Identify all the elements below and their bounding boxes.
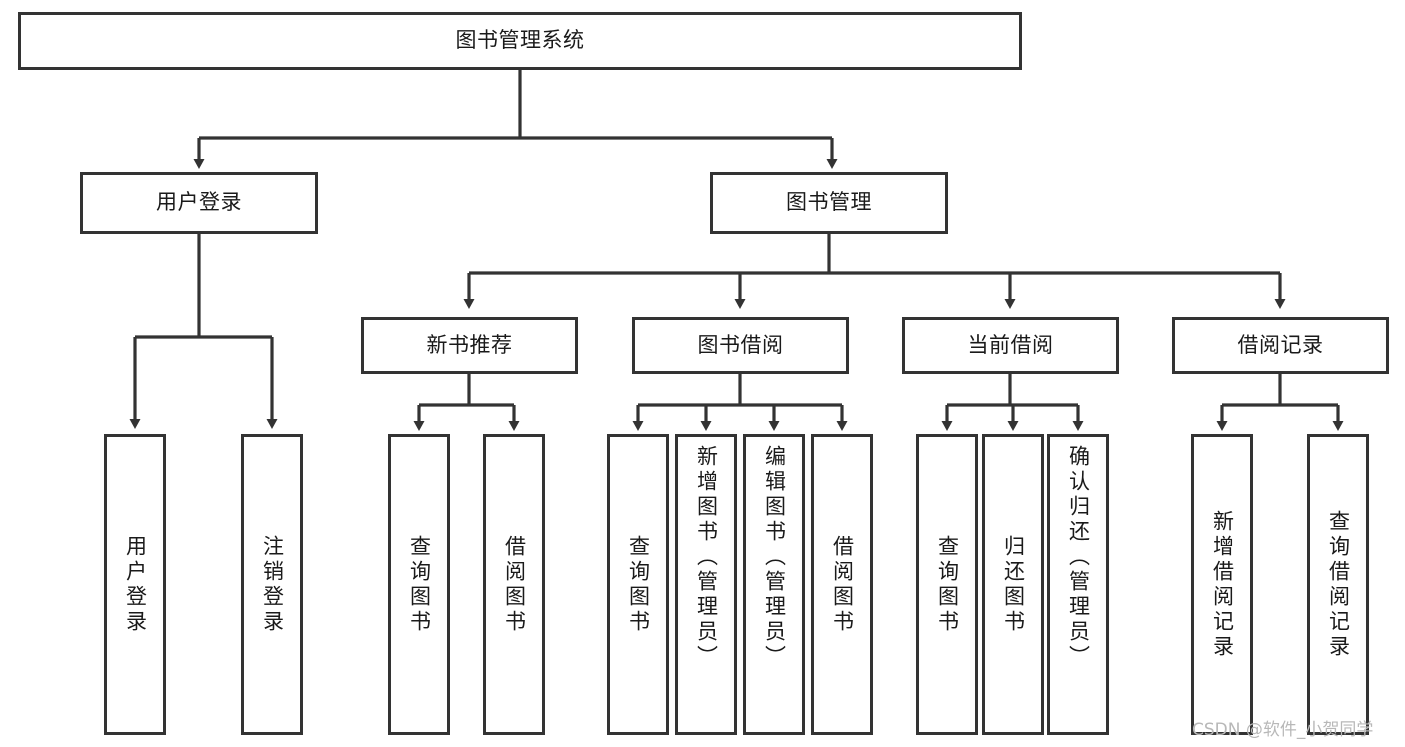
node-user-login-label: 用户登录 [156, 190, 242, 215]
leaf-user-login-logout[interactable]: 注销登录 [241, 434, 303, 735]
leaf-label: 查询图书 [626, 534, 651, 635]
leaf-book-borrow-add-admin[interactable]: 新增图书（管理员） [675, 434, 737, 735]
leaf-label: 确认归还（管理员） [1066, 445, 1091, 670]
leaf-book-borrow-edit-admin[interactable]: 编辑图书（管理员） [743, 434, 805, 735]
leaf-label: 用户登录 [123, 534, 148, 635]
leaf-current-borrow-return[interactable]: 归还图书 [982, 434, 1044, 735]
node-book-borrow-label: 图书借阅 [697, 332, 784, 357]
leaf-book-borrow-borrow[interactable]: 借阅图书 [811, 434, 873, 735]
node-borrow-record-label: 借阅记录 [1237, 332, 1324, 357]
leaf-label: 借阅图书 [502, 534, 527, 635]
leaf-label: 新增借阅记录 [1210, 509, 1235, 660]
leaf-current-borrow-confirm-return-admin[interactable]: 确认归还（管理员） [1047, 434, 1109, 735]
leaf-book-borrow-query[interactable]: 查询图书 [607, 434, 669, 735]
node-current-borrow[interactable]: 当前借阅 [902, 317, 1119, 374]
leaf-label: 查询借阅记录 [1326, 509, 1351, 660]
leaf-current-borrow-query[interactable]: 查询图书 [916, 434, 978, 735]
leaf-label: 查询图书 [407, 534, 432, 635]
node-root-label: 图书管理系统 [455, 28, 585, 53]
leaf-label: 查询图书 [935, 534, 960, 635]
node-new-book-recommend[interactable]: 新书推荐 [361, 317, 578, 374]
node-book-management-label: 图书管理 [786, 190, 872, 215]
node-current-borrow-label: 当前借阅 [967, 332, 1054, 357]
node-book-borrow[interactable]: 图书借阅 [632, 317, 849, 374]
leaf-new-book-query[interactable]: 查询图书 [388, 434, 450, 735]
leaf-label: 借阅图书 [830, 534, 855, 635]
leaf-new-book-borrow[interactable]: 借阅图书 [483, 434, 545, 735]
node-new-book-recommend-label: 新书推荐 [426, 332, 513, 357]
leaf-label: 归还图书 [1001, 534, 1026, 635]
leaf-user-login-login[interactable]: 用户登录 [104, 434, 166, 735]
leaf-label: 编辑图书（管理员） [762, 445, 787, 670]
leaf-borrow-record-add[interactable]: 新增借阅记录 [1191, 434, 1253, 735]
leaf-label: 新增图书（管理员） [694, 445, 719, 670]
node-borrow-record[interactable]: 借阅记录 [1172, 317, 1389, 374]
leaf-label: 注销登录 [260, 534, 285, 635]
leaf-borrow-record-query[interactable]: 查询借阅记录 [1307, 434, 1369, 735]
node-root-book-management-system[interactable]: 图书管理系统 [18, 12, 1022, 70]
node-user-login[interactable]: 用户登录 [80, 172, 318, 234]
node-book-management[interactable]: 图书管理 [710, 172, 948, 234]
